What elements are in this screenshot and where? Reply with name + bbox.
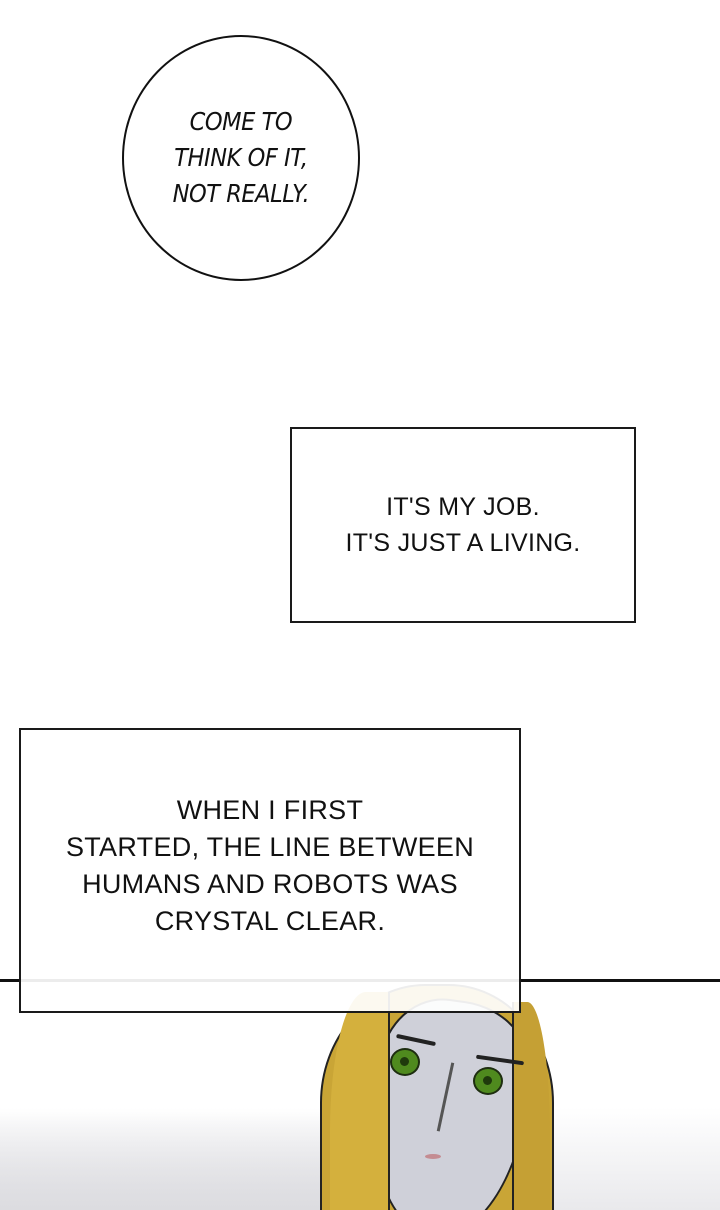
character-hair-left-strand	[330, 992, 390, 1210]
speech-bubble-text: COME TO THINK OF IT, NOT REALLY.	[172, 107, 310, 208]
character-right-eye	[473, 1067, 503, 1095]
character-mouth	[425, 1154, 441, 1159]
character-hair-right-strand	[512, 1002, 550, 1210]
caption-box-job: IT'S MY JOB. IT'S JUST A LIVING.	[290, 427, 636, 623]
character-left-eye	[390, 1048, 420, 1076]
caption-text-job: IT'S MY JOB. IT'S JUST A LIVING.	[345, 493, 581, 557]
comic-panel-character	[0, 982, 720, 1210]
background-shade	[0, 1110, 340, 1210]
speech-bubble: COME TO THINK OF IT, NOT REALLY.	[122, 35, 360, 281]
caption-text-first-started: WHEN I FIRST STARTED, THE LINE BETWEEN H…	[65, 794, 475, 936]
caption-box-first-started: WHEN I FIRST STARTED, THE LINE BETWEEN H…	[19, 728, 521, 1013]
